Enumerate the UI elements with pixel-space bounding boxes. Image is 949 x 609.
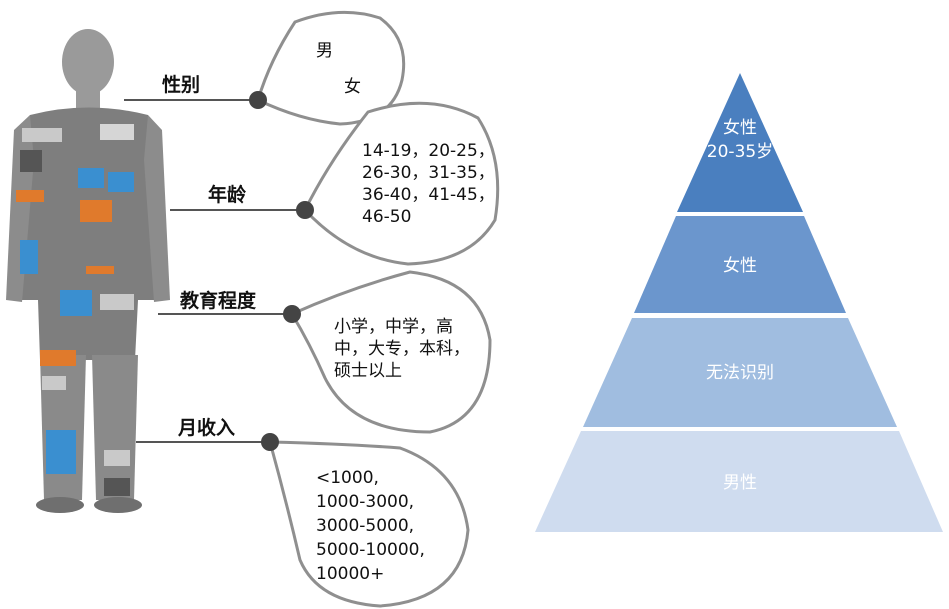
pyramid-tier-bottom [535,431,943,532]
option-text: 女 [344,77,361,97]
bubble-age [303,101,500,266]
option-text: 小学，中学，高 [334,317,453,337]
tier-line: 男性 [723,473,757,493]
pyramid-tier-2 [634,216,846,313]
attribute-label-age: 年龄 [208,184,247,206]
pyramid-tier-top [677,73,803,212]
bubble-education [289,270,492,434]
option-text: 1000-3000, [316,492,415,512]
callout-bubbles [256,10,500,608]
pyramid-tier-3 [583,318,897,427]
pyramid-tier-bottom-label: 男性 [690,471,790,495]
option-text: 36-40，41-45， [362,185,495,205]
tier-line: 20-35岁 [706,142,774,162]
pyramid-tier-3-label: 无法识别 [680,361,800,385]
option-text: 10000+ [316,564,385,584]
option-text: 5000-10000, [316,540,425,560]
pyramid-tier-top-label: 女性 20-35岁 [690,116,790,164]
option-text: 3000-5000, [316,516,415,536]
tier-line: 女性 [723,118,757,138]
bubble-income-text: <1000, 1000-3000, 3000-5000, 5000-10000,… [316,466,425,586]
connector-lines [124,99,305,443]
bubble-gender [256,10,406,126]
option-text: 14-19，20-25， [362,141,495,161]
option-text: 46-50 [362,207,412,227]
attribute-label-gender: 性别 [162,74,201,96]
option-text: 中，大专，本科， [334,339,470,359]
option-text: 男 [316,41,333,61]
person-silhouette-icon [6,29,170,513]
bubble-education-text: 小学，中学，高 中，大专，本科， 硕士以上 [334,316,470,382]
attribute-label-education: 教育程度 [180,290,257,312]
option-text: 硕士以上 [334,361,402,381]
tier-line: 女性 [723,256,757,276]
connector-dots [249,91,314,451]
attribute-label-income: 月收入 [178,417,236,439]
bubble-income [268,440,470,608]
infographic-texture [16,124,134,496]
option-text: 26-30，31-35， [362,163,495,183]
option-text: <1000, [316,468,379,488]
bubble-age-text: 14-19，20-25， 26-30，31-35， 36-40，41-45， 4… [362,140,495,228]
pyramid-tier-2-label: 女性 [690,254,790,278]
tier-line: 无法识别 [706,363,774,383]
